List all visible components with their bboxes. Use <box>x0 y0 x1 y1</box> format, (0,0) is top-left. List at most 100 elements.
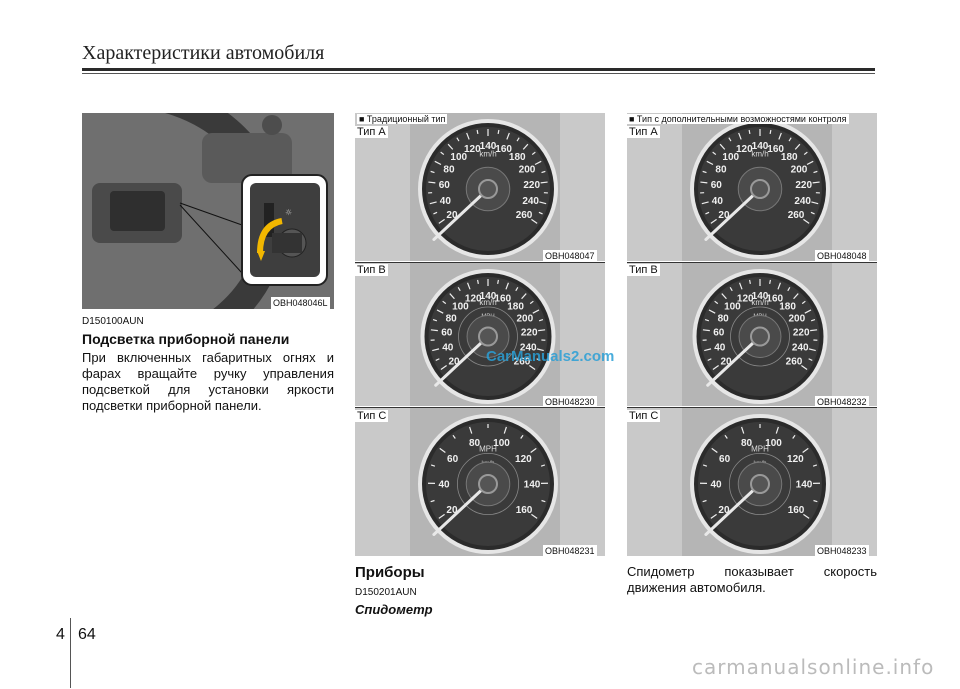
gauge-tick <box>439 447 446 454</box>
gauge-needle-cap <box>478 474 498 494</box>
gauge-tick <box>804 309 812 314</box>
gauge-tick <box>541 499 546 503</box>
gauge-tick-label: 20 <box>718 505 730 516</box>
middle-type-c-label: Тип С <box>355 410 389 422</box>
gauge-tick-label: 200 <box>788 313 805 324</box>
gauge-tick <box>434 160 442 166</box>
gauge-tick <box>428 181 436 184</box>
site-watermark: carmanualsonline.info <box>692 655 935 679</box>
gauge-tick <box>704 348 712 352</box>
gauge-tick-label: 40 <box>438 479 450 490</box>
gauge-tick <box>440 364 447 370</box>
gauge-tick <box>432 319 438 322</box>
middle-subtitle: Спидометр <box>355 602 433 617</box>
gauge-inner-ring <box>730 306 790 367</box>
header-rule <box>82 68 875 71</box>
gauge-tick-label: 200 <box>519 165 536 176</box>
chapter-number: 4 <box>56 626 65 643</box>
gauge-tick-label: 100 <box>493 438 510 449</box>
gauge-tick <box>520 434 524 439</box>
middle-section-title: Приборы <box>355 564 425 581</box>
gauge-tick-label: 140 <box>752 141 769 152</box>
gauge-tick <box>706 160 714 166</box>
gauge-tick-label: 160 <box>495 144 512 155</box>
gauge-tick <box>702 464 708 467</box>
middle-variant-label: ■ Традиционный тип <box>357 114 448 124</box>
gauge-tick-label: 160 <box>767 144 784 155</box>
gauge-tick-label: 80 <box>446 313 458 324</box>
gauge-tick-label: 180 <box>509 152 526 163</box>
gauge-tick-label: 100 <box>452 301 469 312</box>
gauge-tick <box>729 287 733 292</box>
gauge-tick-label: 20 <box>446 505 458 516</box>
footer-rule <box>70 618 71 688</box>
gauge-tick-label: 260 <box>786 356 803 367</box>
gauge-tick <box>536 348 544 352</box>
gauge-tick <box>741 426 745 434</box>
gauge-needle <box>706 335 762 387</box>
gauge-tick <box>476 129 479 135</box>
gauge-tick-label: 260 <box>514 356 531 367</box>
gauge-tick <box>531 513 538 519</box>
gauge-unit-label: km/h <box>751 298 768 307</box>
gauge-tick <box>541 170 546 174</box>
gauge-tick <box>435 358 440 361</box>
gauge-tick <box>522 143 529 150</box>
gauge-tick <box>803 218 810 224</box>
right-gauge-c: 20406080100120140160MPHkm/h <box>627 408 877 556</box>
gauge-inner-ring <box>458 306 518 367</box>
right-body-text: Спидометр показывает скорость движения а… <box>627 564 877 595</box>
gauge-tick <box>788 137 792 142</box>
left-body-text: При включенных габаритных огнях и фарах … <box>82 350 334 413</box>
gauge-tick <box>436 309 444 314</box>
gauge-tick <box>712 151 717 156</box>
gauge-tick <box>778 132 782 140</box>
gauge-tick <box>433 211 438 215</box>
gauge-tick-label: 60 <box>713 328 725 339</box>
gauge-tick <box>738 132 742 140</box>
gauge-tick-label: 60 <box>447 454 459 465</box>
gauge-needle-cap <box>478 179 498 199</box>
right-variant-label: ■ Тип с дополнительными возможностями ко… <box>627 114 849 124</box>
gauge-tick <box>808 358 813 361</box>
gauge-tick <box>515 287 519 292</box>
gauge-tick-label: 120 <box>464 144 481 155</box>
gauge-tick-label: 60 <box>719 454 731 465</box>
gauge-tick <box>728 137 732 142</box>
gauge-tick <box>812 464 818 467</box>
gauge-tick-label: 100 <box>765 438 782 449</box>
gauge-tick <box>810 211 815 215</box>
gauge-tick <box>710 513 717 519</box>
gauge-tick-label: 220 <box>523 180 540 191</box>
gauge-needle <box>432 187 490 241</box>
gauge-tick <box>438 513 445 519</box>
gauge-tick <box>529 364 536 370</box>
gauge-tick <box>749 279 751 284</box>
gauge-inner-ring <box>457 453 520 516</box>
gauge-tick-label: 220 <box>793 328 810 339</box>
gauge-tick <box>707 358 712 361</box>
photo-code: OBH048046L <box>271 297 330 309</box>
gauge-tick <box>466 132 470 140</box>
gauge-needle <box>434 335 490 387</box>
gauge-tick <box>714 300 719 305</box>
gauge-tick-label: 40 <box>710 479 722 490</box>
gauge-tick <box>775 426 779 434</box>
gauge-tick <box>801 300 806 305</box>
gauge-tick <box>452 434 456 439</box>
gauge-tick <box>449 293 455 300</box>
gauge-tick <box>802 447 809 454</box>
middle-type-a-label: Тип А <box>355 126 388 138</box>
gauge-tick <box>813 499 818 503</box>
gauge-unit-label: MPH <box>751 444 769 453</box>
watermark: CarManuals2.com <box>486 348 615 365</box>
svg-text:☼: ☼ <box>285 208 292 217</box>
gauge-tick <box>748 129 751 135</box>
gauge-unit-label: km/h <box>479 149 496 158</box>
gauge-tick <box>769 129 772 135</box>
right-gauge-c-code: OBH048233 <box>815 545 869 557</box>
gauge-needle-cap <box>750 326 770 347</box>
gauge-tick <box>769 279 771 284</box>
gauge-tick-label: 80 <box>443 165 455 176</box>
gauge-tick <box>702 499 707 503</box>
